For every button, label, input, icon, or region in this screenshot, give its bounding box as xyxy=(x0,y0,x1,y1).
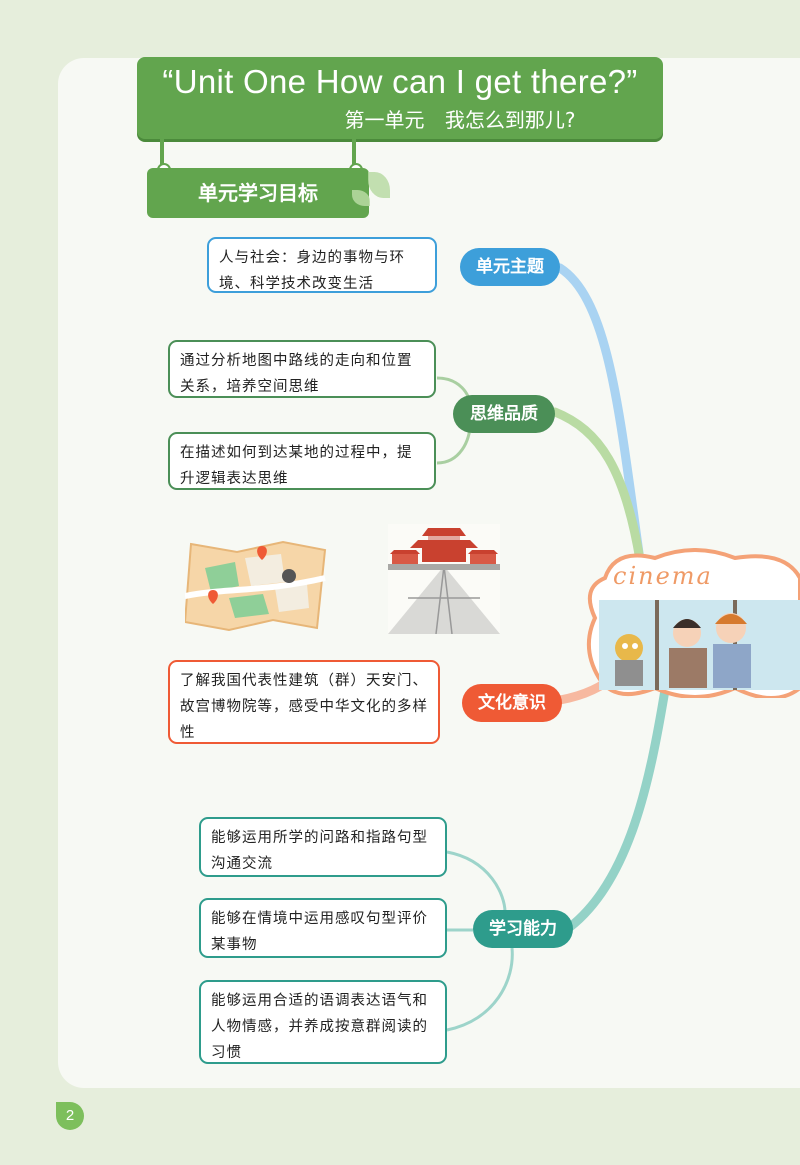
culture-item: 了解我国代表性建筑（群）天安门、故宫博物院等，感受中华文化的多样性 xyxy=(168,660,440,744)
map-illustration xyxy=(185,540,327,632)
leaf-decoration xyxy=(368,172,390,198)
branch-thinking: 思维品质 xyxy=(453,395,555,433)
ability-item-1: 能够运用所学的问路和指路句型沟通交流 xyxy=(199,817,447,877)
branch-theme: 单元主题 xyxy=(460,248,560,286)
tiananmen-illustration xyxy=(388,524,500,634)
unit-title-en: “Unit One How can I get there?” xyxy=(162,63,638,100)
unit-title-banner: “Unit One How can I get there?” 第一单元 我怎么… xyxy=(137,57,663,139)
theme-item: 人与社会：身边的事物与环境、科学技术改变生活 xyxy=(207,237,437,293)
ability-item-3: 能够运用合适的语调表达语气和人物情感，并养成按意群阅读的习惯 xyxy=(199,980,447,1064)
cinema-sign-text: cinema xyxy=(613,562,713,590)
cinema-illustration: cinema xyxy=(585,548,800,698)
leaf-decoration xyxy=(352,190,370,206)
hanger-left xyxy=(157,137,171,177)
thinking-item-2: 在描述如何到达某地的过程中，提升逻辑表达思维 xyxy=(168,432,436,490)
branch-culture: 文化意识 xyxy=(462,684,562,722)
hanger-right xyxy=(349,137,363,177)
page-number: 2 xyxy=(56,1102,84,1130)
section-label: 单元学习目标 xyxy=(147,168,369,218)
thinking-item-1: 通过分析地图中路线的走向和位置关系，培养空间思维 xyxy=(168,340,436,398)
branch-ability: 学习能力 xyxy=(473,910,573,948)
ability-item-2: 能够在情境中运用感叹句型评价某事物 xyxy=(199,898,447,958)
unit-title-cn: 第一单元 我怎么到那儿? xyxy=(344,108,576,132)
